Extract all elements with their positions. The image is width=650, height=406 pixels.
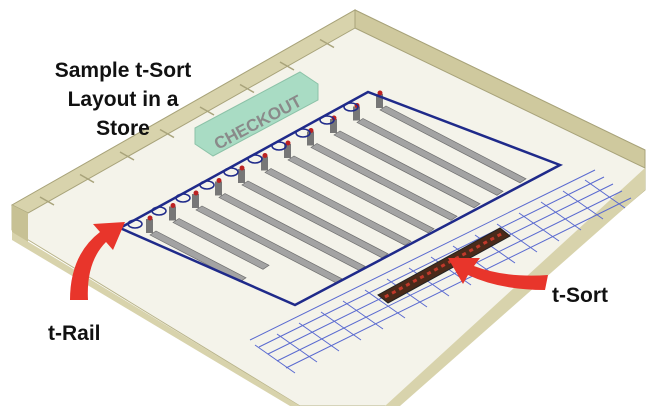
- rail-loop: [319, 115, 335, 125]
- rail-loop: [343, 102, 359, 112]
- title-line: Layout in a: [67, 88, 179, 111]
- rack-line: [584, 179, 626, 209]
- room-divider: [239, 83, 255, 94]
- sort-station: [169, 206, 176, 221]
- rack-line: [342, 300, 384, 330]
- sort-station: [146, 219, 153, 233]
- title-line: Sample t-Sort: [54, 59, 192, 82]
- shelf-aisle: [379, 105, 527, 184]
- t-rail-track: [117, 90, 564, 307]
- room-divider: [79, 173, 95, 184]
- room-divider: [119, 151, 135, 161]
- shelf-aisle: [287, 155, 435, 234]
- rail-loop: [127, 219, 143, 229]
- sort-station: [307, 131, 314, 146]
- rail-loop: [199, 180, 215, 190]
- shelf-aisle: [149, 230, 247, 283]
- room-divider: [39, 196, 55, 206]
- rail-loop: [175, 193, 191, 203]
- shelf-aisle: [241, 180, 389, 259]
- station-light: [147, 215, 153, 221]
- rack-line: [364, 289, 406, 319]
- rack-line: [540, 201, 582, 231]
- title-line: Store: [96, 117, 150, 140]
- t-rail-label: t-Rail: [48, 322, 101, 345]
- rack-line: [254, 344, 296, 374]
- sort-station: [261, 156, 268, 171]
- station-light: [377, 90, 383, 96]
- shelf-aisle: [356, 118, 504, 196]
- rack-line: [276, 190, 623, 362]
- rail-loop: [295, 128, 311, 138]
- rack-line: [298, 322, 340, 352]
- rail-loop: [151, 206, 167, 216]
- shelf-aisles: [146, 90, 527, 284]
- sort-station: [215, 181, 222, 196]
- diagram-title: Sample t-Sort Layout in a Store: [18, 56, 228, 143]
- t-sort-conveyor: [377, 227, 511, 304]
- sort-station: [353, 106, 360, 121]
- rack-line: [562, 190, 604, 220]
- station-light: [262, 153, 268, 158]
- rack-line: [320, 311, 362, 341]
- rail-loop: [271, 141, 287, 151]
- shelf-aisle: [264, 168, 412, 246]
- rail-loop: [247, 154, 263, 164]
- sort-station: [284, 144, 291, 158]
- t-sort-arrow: [448, 258, 548, 290]
- sort-station: [330, 119, 337, 133]
- station-light: [239, 165, 245, 171]
- rack-line: [258, 176, 605, 348]
- room-divider: [199, 106, 215, 116]
- sort-station: [192, 194, 199, 208]
- storage-racks: [249, 169, 632, 374]
- rail-loop: [223, 167, 239, 177]
- t-sort-label: t-Sort: [552, 284, 608, 307]
- shelf-aisle: [310, 143, 458, 221]
- room-divider: [319, 38, 335, 49]
- rack-line: [276, 333, 318, 363]
- shelf-aisle: [218, 193, 366, 271]
- rack-line: [249, 169, 596, 341]
- station-light: [216, 178, 222, 183]
- rack-line: [285, 197, 632, 369]
- room-divider: [279, 61, 295, 71]
- station-light: [285, 140, 291, 146]
- shelf-aisle: [333, 130, 481, 209]
- station-light: [193, 190, 199, 196]
- back-rooms: [39, 38, 335, 206]
- t-rail-arrow: [70, 222, 125, 300]
- sort-station: [376, 94, 383, 108]
- station-light: [170, 203, 176, 208]
- shelf-aisle: [172, 218, 270, 270]
- room-divider: [159, 128, 175, 139]
- sort-station: [238, 169, 245, 183]
